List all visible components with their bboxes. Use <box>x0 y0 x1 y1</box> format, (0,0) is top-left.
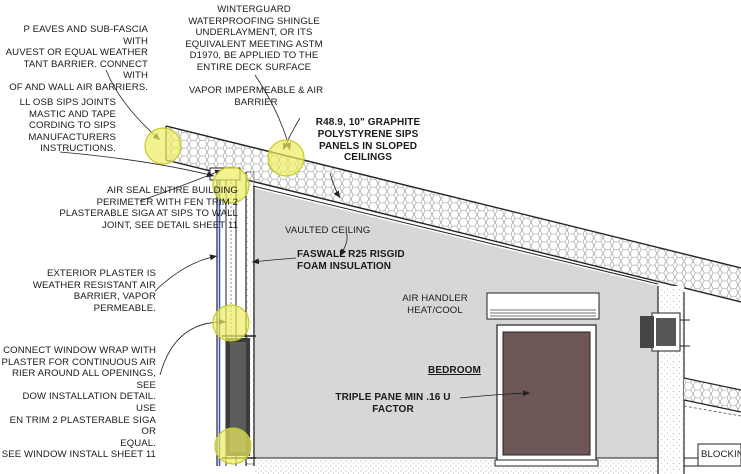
note-osb-sips-joints: LL OSB SIPS JOINTS MASTIC AND TAPE CORDI… <box>19 97 116 155</box>
note-window-wrap: CONNECT WINDOW WRAP WITH PLASTER FOR CON… <box>1 345 156 461</box>
note-eaves: P EAVES AND SUB-FASCIA WITH AUVEST OR EQ… <box>5 24 148 93</box>
highlight-wall-top <box>212 166 250 204</box>
highlight-eave <box>144 127 182 165</box>
note-underlayment: WINTERGUARD WATERPROOFING SHINGLE UNDERL… <box>185 4 323 73</box>
sips-roof-panel <box>165 125 741 303</box>
air-handler-unit <box>486 292 600 320</box>
note-faswall-insulation: FASWALL R25 RISGID FOAM INSULATION <box>297 249 405 272</box>
vaulted-ceiling-line <box>252 185 659 285</box>
note-exterior-plaster: EXTERIOR PLASTER IS WEATHER RESISTANT AI… <box>32 268 156 314</box>
highlight-window-sill <box>214 427 252 465</box>
note-sips-panels: R48.9, 10" GRAPHITE POLYSTYRENE SIPS PAN… <box>315 117 421 164</box>
label-bedroom: BEDROOM <box>428 365 481 376</box>
highlight-markers <box>144 127 305 465</box>
note-air-seal: AIR SEAL ENTIRE BUILDING PERIMETER WITH … <box>59 185 238 231</box>
highlight-roof-deck <box>267 139 305 177</box>
highlight-window-head <box>212 304 250 342</box>
lower-roof-panel <box>683 377 741 417</box>
label-air-handler: AIR HANDLER HEAT/COOL <box>402 293 468 316</box>
label-vaulted-ceiling: VAULTED CEILING <box>285 225 371 236</box>
triple-pane-window <box>494 324 599 467</box>
note-vapor-barrier: VAPOR IMPERMEABLE & AIR BARRIER <box>188 85 324 108</box>
note-triple-pane: TRIPLE PANE MIN .16 U FACTOR <box>335 392 451 415</box>
label-blocking: BLOCKIN <box>701 449 741 460</box>
